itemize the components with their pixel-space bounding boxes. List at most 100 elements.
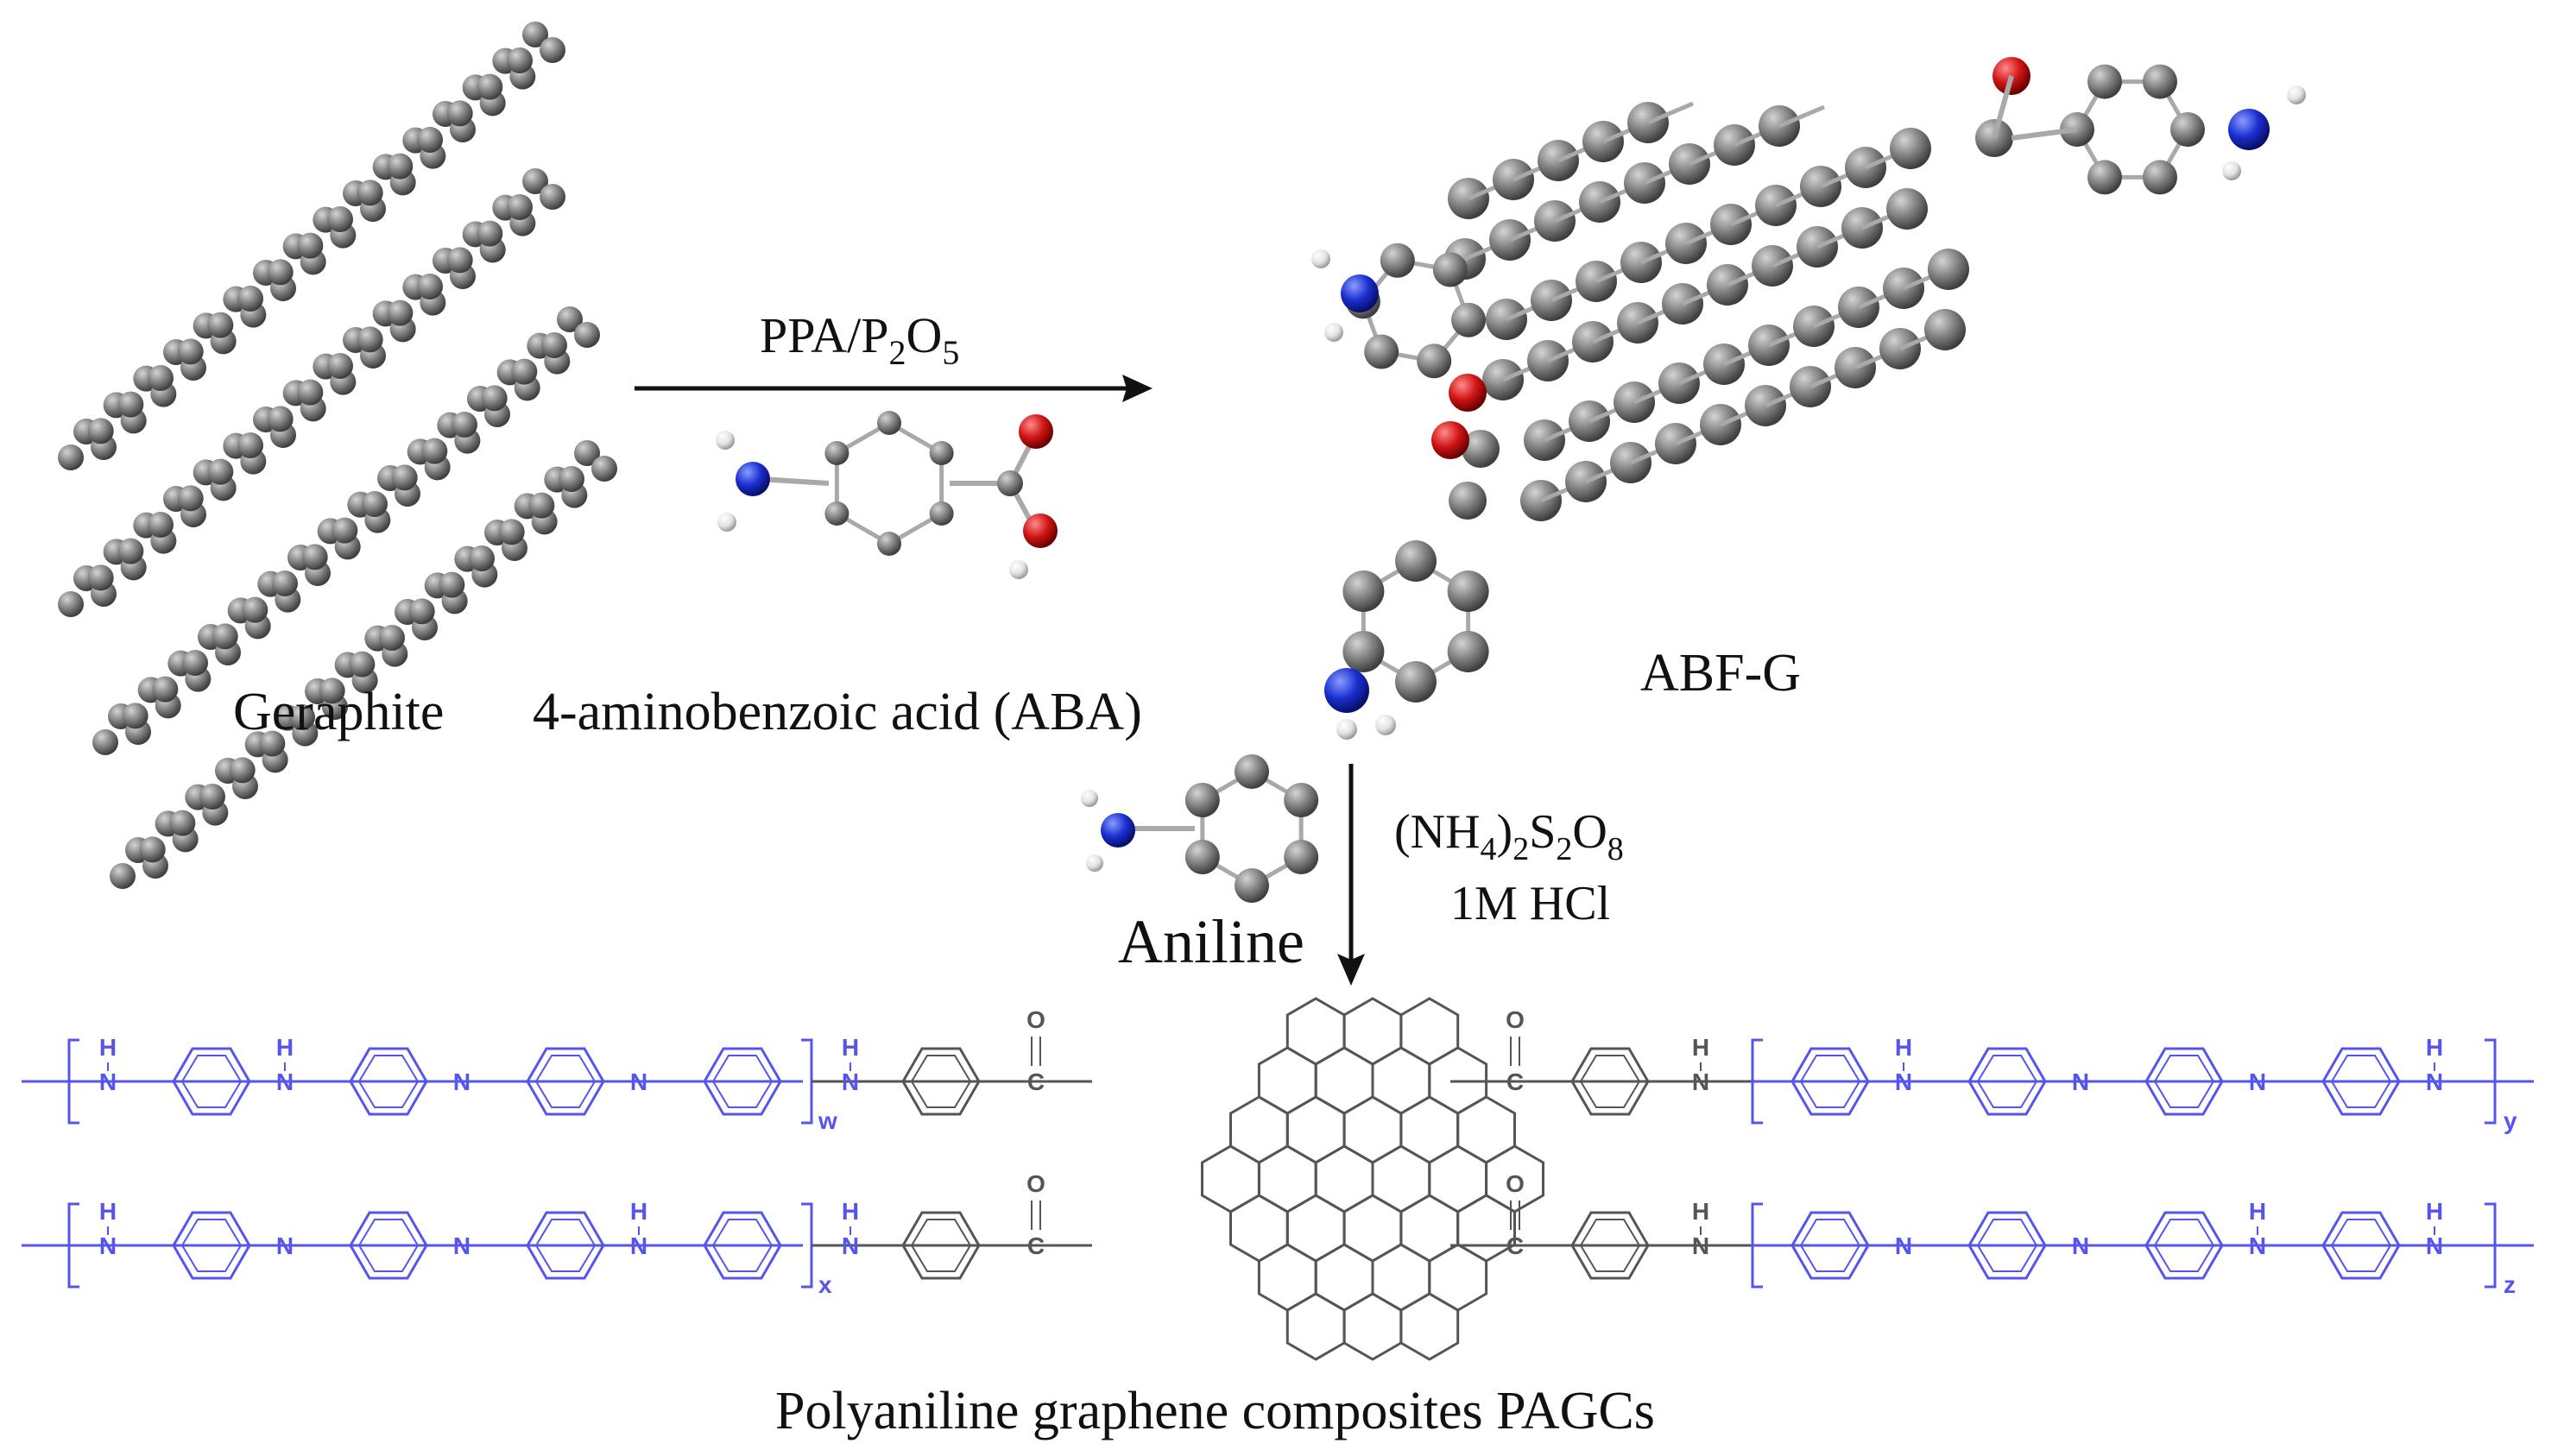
nitrogen-label: N xyxy=(2249,1232,2266,1259)
oxygen-atom xyxy=(1449,374,1487,412)
benzene-inner xyxy=(910,1055,972,1108)
bond xyxy=(1647,101,1694,125)
nitrogen-atom xyxy=(1324,668,1369,713)
carbon-atom xyxy=(177,485,204,512)
nitrogen-label: N xyxy=(276,1068,294,1095)
nitrogen-label: N xyxy=(2249,1068,2266,1095)
graphene-ring xyxy=(1314,1243,1374,1312)
benzene-ring xyxy=(1790,1211,1870,1280)
benzene-ring xyxy=(349,1211,428,1280)
hydrogen-atom xyxy=(2287,85,2306,104)
carbon-atom xyxy=(139,836,166,863)
nitrogen-label: N xyxy=(99,1068,117,1095)
carbon-atom xyxy=(477,73,503,100)
carbon-atom xyxy=(1342,570,1385,612)
carbon-atom xyxy=(327,353,353,379)
carbon-atom xyxy=(237,286,263,312)
graphene-ring xyxy=(1428,1144,1488,1213)
carbon-atom xyxy=(824,501,849,526)
carbon-atom xyxy=(349,651,376,678)
reaction-arrow-2 xyxy=(1337,764,1365,986)
graphene-core xyxy=(1201,997,1544,1361)
benzene-inner xyxy=(1976,1219,2038,1272)
carbon-atom xyxy=(477,220,503,247)
benzene-ring xyxy=(526,1047,605,1116)
carbon-atom xyxy=(212,623,238,650)
carbonyl-carbon: C xyxy=(1506,1068,1524,1095)
benzene-ring xyxy=(1967,1211,2047,1280)
carbon-atom xyxy=(152,676,179,703)
carbon-atom xyxy=(511,358,538,385)
nitrogen-label: N xyxy=(2426,1068,2443,1095)
carbon-atom xyxy=(2143,160,2177,195)
benzene-ring xyxy=(526,1211,605,1280)
carbon-atom xyxy=(332,517,358,544)
carbon-atom xyxy=(229,757,256,784)
carbon-atom xyxy=(1184,783,1220,817)
bond xyxy=(759,476,830,486)
benzene-ring xyxy=(703,1211,782,1280)
carbon-atom xyxy=(1417,344,1452,379)
carbon-atom xyxy=(540,184,565,210)
benzene-inner xyxy=(711,1219,774,1272)
graphene-ring xyxy=(1342,1194,1403,1263)
nitrogen-label: N xyxy=(1692,1232,1709,1259)
carbon-atom xyxy=(1451,302,1487,337)
benzene-inner xyxy=(1579,1219,1641,1272)
bracket-close xyxy=(2485,1202,2497,1289)
carbon-atom xyxy=(148,365,174,391)
graphite-label: Geraphite xyxy=(233,683,444,741)
carbon-atom xyxy=(540,37,565,63)
carbon-atom xyxy=(237,432,263,458)
carbon-atom xyxy=(199,784,225,810)
graphene-ring xyxy=(1456,1095,1516,1164)
carbon-atom xyxy=(357,326,383,353)
bond xyxy=(2011,127,2078,141)
graphene-ring xyxy=(1371,1243,1431,1312)
nitrogen-label: N xyxy=(1895,1068,1912,1095)
carbon-atom xyxy=(877,532,901,556)
carbon-atom xyxy=(522,22,548,47)
benzene-ring xyxy=(2144,1211,2224,1280)
hydrogen-label: H xyxy=(842,1198,859,1225)
aniline-model xyxy=(1081,754,1319,903)
carbon-atom xyxy=(2143,64,2177,99)
benzene-ring xyxy=(1790,1047,1870,1116)
carbon-atom xyxy=(1886,188,1928,230)
hydrogen-label: H xyxy=(99,1198,117,1225)
carbon-atom xyxy=(177,338,204,365)
graphene-ring xyxy=(1257,1243,1317,1312)
graphene-ring xyxy=(1257,1046,1317,1115)
benzene-inner xyxy=(2330,1219,2392,1272)
graphite-layer xyxy=(58,22,565,470)
carbon-atom xyxy=(528,492,555,519)
graphene-ring xyxy=(1229,1194,1289,1263)
carbon-atom xyxy=(319,678,345,704)
graphite-layer xyxy=(92,306,600,755)
hydrogen-label: H xyxy=(2249,1198,2266,1225)
repeat-subscript: y xyxy=(2504,1107,2517,1134)
benzene-inner xyxy=(711,1055,774,1108)
graphene-ring xyxy=(1399,1292,1460,1361)
hydrogen-label: H xyxy=(2426,1198,2443,1225)
bracket-close xyxy=(2485,1038,2497,1125)
carbon-atom xyxy=(259,730,286,757)
carbon-atom xyxy=(1924,309,1966,350)
hydrogen-atom xyxy=(1311,249,1330,268)
hydrogen-atom xyxy=(1086,854,1103,872)
hydrogen-atom xyxy=(716,431,735,450)
nitrogen-atom xyxy=(736,462,770,496)
nitrogen-label: N xyxy=(453,1232,470,1259)
carbon-atom xyxy=(439,571,465,598)
hydrogen-label: H xyxy=(630,1198,647,1225)
hydrogen-atom xyxy=(1324,323,1343,342)
hydrogen-label: H xyxy=(842,1034,859,1061)
carbon-atom xyxy=(2087,160,2122,195)
benzene-ring xyxy=(2144,1047,2224,1116)
carbon-atom xyxy=(297,232,324,259)
carbon-atom xyxy=(379,625,405,651)
carbon-atom xyxy=(87,564,114,591)
hydrogen-label: H xyxy=(1692,1198,1709,1225)
reagent-hcl: 1M HCl xyxy=(1450,877,1610,930)
